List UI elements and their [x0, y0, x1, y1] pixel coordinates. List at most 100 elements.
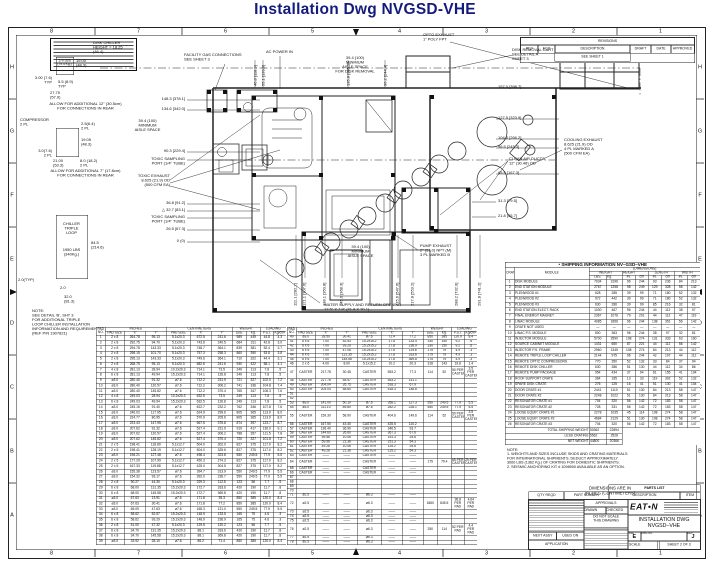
table-cell: 72 — [287, 497, 297, 511]
table-cell: 86.2 — [190, 538, 212, 545]
col-loading: LOADING — [451, 327, 477, 332]
aisle-callout: 39.4 (100) MINIMUM AISLE SPACE — [134, 118, 161, 132]
facility-gas-callout: FACILITY GAS CONNECTIONS SEE SHEET 3 — [184, 52, 242, 62]
border-center-arrow-top — [353, 29, 359, 36]
table-cell: —— — [402, 523, 424, 536]
table-cell: 1860 — [423, 497, 438, 511]
table-cell: 175 — [423, 457, 438, 467]
grid-row-label: F — [10, 192, 14, 198]
vdim: 121.1 [307.6] — [302, 282, 307, 306]
table-cell: CASTER — [296, 453, 316, 459]
table-cell: CASTER — [296, 366, 316, 379]
table-cell: ø2.5 — [296, 497, 316, 511]
grid-col-label: 3 — [484, 28, 489, 34]
dim: 127.5 [323.9] — [498, 115, 522, 120]
table-cell: CASTER — [296, 457, 316, 467]
disk-chiller-note: ALLOW FOR ADDITIONAL 12" (30.5cm) FOR CO… — [49, 101, 122, 111]
table-cell: 147 — [686, 410, 700, 417]
table-cell: 132 — [686, 296, 700, 303]
size-cell: SIZE E — [627, 531, 642, 542]
table-cell: CASTER — [296, 409, 316, 423]
table-cell: 147 — [686, 415, 700, 423]
sheet-border-outer — [8, 27, 706, 559]
logo-cell: EAT•N — [627, 499, 701, 516]
total-kg: 22894 — [606, 427, 623, 434]
units-note: DIMENSIONS ARE IN INCHES (CENTIMETERS) — [584, 485, 636, 496]
table-cell: — — [686, 324, 700, 331]
table-cell: 119 — [686, 313, 700, 320]
grid-col-label: 5 — [310, 28, 315, 34]
total-lbs: 44800 — [589, 438, 607, 445]
col-pad-size: PAD SIZE — [105, 330, 125, 336]
table-cell: 104 — [686, 381, 700, 388]
dim: 31.3 [79.5] — [498, 198, 517, 203]
dim: 2.0 — [60, 285, 66, 290]
vdim: 291.8 [741.2] — [477, 282, 482, 306]
table-cell: —— — [335, 539, 358, 545]
compressor-label: COMPRESSOR 2 PL — [20, 117, 49, 127]
disk-cart-callout: DISK REMOVAL CART SEE DETAIL A SHEET 3 — [512, 47, 554, 61]
dim: 84.5 (214.6) — [91, 240, 104, 250]
col-dimensions: (DIMENSIONS) — [588, 267, 700, 272]
approved-col: APPROVED — [670, 44, 695, 54]
description-col: DESCRIPTION — [554, 44, 631, 54]
rev-cell: REV J — [686, 531, 701, 542]
toxic-exhaust-callout: TOXIC EXHAUST 8.625 (21.9) OD (500 CFM E… — [137, 173, 170, 187]
table-cell: 132 — [686, 376, 700, 383]
disk-chiller-label: DISK CHILLER HEIGHT = 18.25 (46.4) — [93, 40, 123, 54]
vdim: 135.8 [345.1] — [346, 62, 351, 86]
table-cell: 112 — [686, 347, 700, 354]
chiller-loop-label: CHILLER TRIPLE LOOP — [63, 221, 80, 235]
table-cell: ø3.0 — [105, 538, 125, 545]
table-cell: 78 — [287, 539, 297, 545]
table-cell: 97 — [686, 307, 700, 314]
table-cell — [464, 492, 477, 498]
grid-col-label: 8 — [49, 28, 54, 34]
next-assy-label: NEXT ASSY — [528, 531, 557, 541]
rev-value: J — [691, 533, 695, 540]
dim: 134.6 [342.0] — [161, 106, 185, 111]
table-cell: 30.45 — [335, 366, 358, 379]
dim: 96.5 [245.3] — [498, 144, 520, 149]
size-label: SIZE — [628, 532, 635, 535]
table-cell: 112 — [686, 353, 700, 360]
draft-col: DRAFT — [629, 44, 652, 54]
grid-col-label: 6 — [223, 550, 228, 556]
dim: 104.8 [266.2] — [498, 135, 522, 140]
water-supply-callout: WATER SUPPLY AND RETURN OPENING 12.5" X … — [324, 302, 402, 312]
grid-row-label: E — [698, 256, 702, 262]
grid-col-label: 7 — [136, 550, 141, 556]
table-cell: —— — [335, 523, 358, 536]
dim: 5.5 (8.9) TYP — [58, 79, 73, 89]
table-cell: 845.5 — [437, 497, 452, 511]
application-grid — [528, 499, 585, 533]
table-cell: 120.0 — [260, 538, 274, 545]
item-header: ITEM — [679, 491, 701, 500]
opto-exhaust-callout: OPTO EXHAUST 1" POLY FPT — [423, 32, 455, 42]
